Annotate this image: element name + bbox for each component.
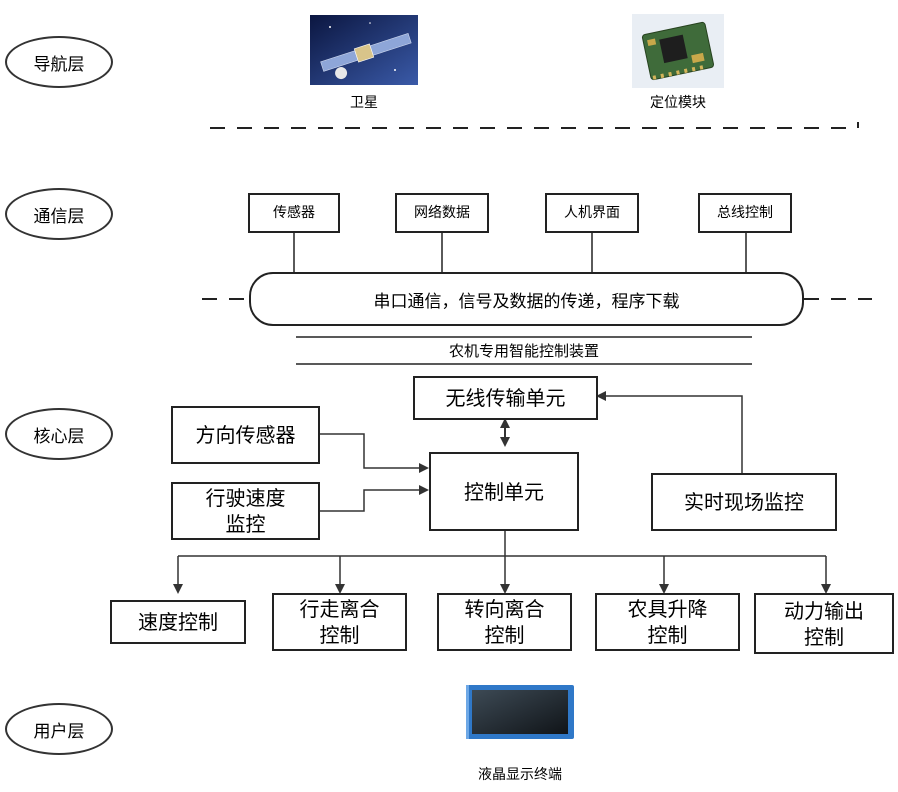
- direction-link: [320, 433, 429, 473]
- layer-user: 用户层: [5, 703, 113, 755]
- output-walking-clutch-line-1: 行走离合: [299, 597, 380, 621]
- realtime-site-monitor: 实时现场监控: [651, 473, 837, 531]
- comm-verticals: [293, 233, 747, 272]
- speed-monitor: 行驶速度 监控: [171, 482, 320, 540]
- lcd-terminal-image: [466, 685, 574, 739]
- satellite-caption: 卫星: [350, 95, 378, 111]
- output-steering-clutch-line-1: 转向离合: [464, 597, 545, 621]
- nav-separator: [210, 122, 859, 129]
- control-unit: 控制单元: [429, 452, 579, 531]
- output-power-takeoff: 动力输出 控制: [754, 593, 894, 654]
- serial-bus: 串口通信，信号及数据的传递，程序下载: [249, 272, 804, 326]
- lcd-terminal-caption: 液晶显示终端: [478, 767, 562, 783]
- layer-communication: 通信层: [5, 188, 113, 240]
- speed-monitor-line-2: 监控: [225, 512, 266, 536]
- speed-link: [320, 485, 429, 512]
- device-lines: [296, 336, 752, 365]
- output-walking-clutch-line-2: 控制: [319, 623, 360, 647]
- output-walking-clutch: 行走离合 控制: [272, 593, 407, 651]
- comm-item-network-data: 网络数据: [395, 193, 489, 233]
- comm-item-sensor: 传感器: [248, 193, 340, 233]
- speed-monitor-line-1: 行驶速度: [205, 486, 286, 510]
- comm-item-bus-control: 总线控制: [698, 193, 792, 233]
- output-speed-control: 速度控制: [110, 600, 246, 644]
- output-implement-lift-line-1: 农具升降: [627, 597, 708, 621]
- output-implement-lift-line-2: 控制: [647, 623, 688, 647]
- output-speed-control-line-1: 速度控制: [138, 610, 218, 634]
- output-links: [173, 531, 831, 594]
- positioning-module-caption: 定位模块: [650, 95, 706, 111]
- device-label: 农机专用智能控制装置: [448, 342, 599, 360]
- output-steering-clutch-line-2: 控制: [484, 623, 525, 647]
- output-power-takeoff-line-2: 控制: [804, 624, 844, 649]
- layer-navigation: 导航层: [5, 36, 113, 88]
- output-implement-lift: 农具升降 控制: [595, 593, 740, 651]
- satellite-image: [310, 15, 418, 85]
- positioning-module-image: [632, 14, 724, 88]
- comm-item-hmi: 人机界面: [545, 193, 639, 233]
- output-steering-clutch: 转向离合 控制: [437, 593, 572, 651]
- output-power-takeoff-line-1: 动力输出: [784, 598, 864, 623]
- wireless-transmission-unit: 无线传输单元: [413, 376, 598, 420]
- site-link: [596, 391, 743, 473]
- direction-sensor: 方向传感器: [171, 406, 320, 464]
- layer-core: 核心层: [5, 408, 113, 460]
